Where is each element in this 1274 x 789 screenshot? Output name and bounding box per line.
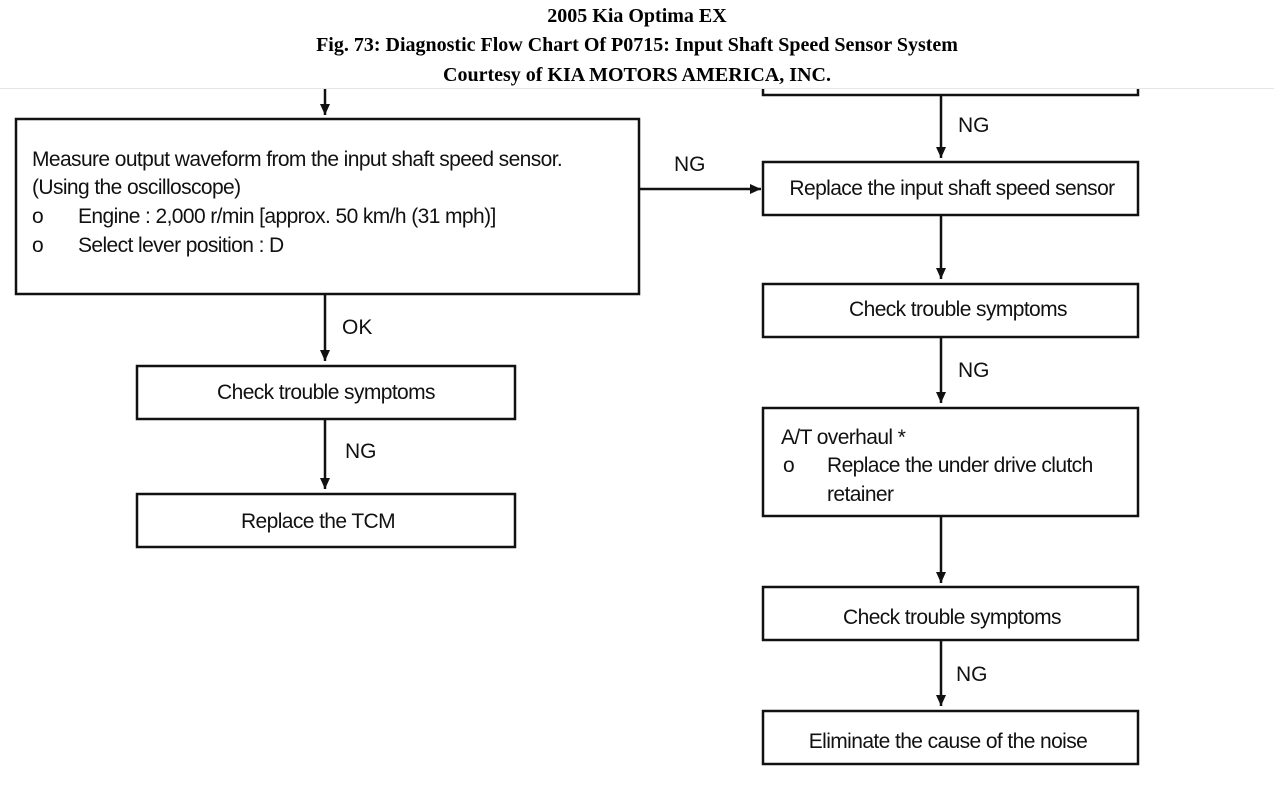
check-symptoms-text: Check trouble symptoms <box>843 606 1061 629</box>
previous-step-box <box>761 89 1140 97</box>
bullet-marker: o <box>32 234 43 257</box>
measure-waveform-box <box>14 117 641 296</box>
overhaul-line-1: Replace the under drive clutch <box>827 454 1093 477</box>
check-symptoms-text: Check trouble symptoms <box>217 381 435 404</box>
replace-tcm-box <box>135 492 517 549</box>
ng-label: NG <box>674 153 706 176</box>
ng-label: NG <box>958 359 990 382</box>
ng-label: NG <box>956 663 988 686</box>
overhaul-title: A/T overhaul * <box>781 426 906 449</box>
check-symptoms-box-1 <box>761 282 1140 339</box>
bullet-marker: o <box>783 454 794 477</box>
measure-line-1: Measure output waveform from the input s… <box>32 148 562 171</box>
engine-condition: Engine : 2,000 r/min [approx. 50 km/h (3… <box>78 205 496 228</box>
check-symptoms-text: Check trouble symptoms <box>849 298 1067 321</box>
bullet-marker: o <box>32 205 43 228</box>
flow-chart: Measure output waveform from the input s… <box>0 89 1274 789</box>
replace-tcm-text: Replace the TCM <box>241 510 395 533</box>
overhaul-box <box>761 406 1140 518</box>
ng-label: NG <box>345 440 377 463</box>
eliminate-noise-text: Eliminate the cause of the noise <box>809 730 1087 753</box>
vehicle-title: 2005 Kia Optima EX <box>547 5 727 27</box>
ok-label: OK <box>342 316 372 339</box>
eliminate-noise-box <box>761 709 1140 766</box>
courtesy-line: Courtesy of KIA MOTORS AMERICA, INC. <box>443 64 831 86</box>
ng-label: NG <box>958 114 990 137</box>
measure-line-2: (Using the oscilloscope) <box>32 176 241 199</box>
figure-title: Fig. 73: Diagnostic Flow Chart Of P0715:… <box>316 34 958 56</box>
lever-condition: Select lever position : D <box>78 234 284 257</box>
figure-header: 2005 Kia Optima EX Fig. 73: Diagnostic F… <box>0 0 1274 89</box>
overhaul-line-2: retainer <box>827 483 894 506</box>
check-symptoms-box-2 <box>761 585 1140 642</box>
replace-sensor-text: Replace the input shaft speed sensor <box>789 177 1115 200</box>
check-symptoms-box-left <box>135 364 517 421</box>
flow-chart-canvas: Measure output waveform from the input s… <box>14 89 1140 766</box>
replace-sensor-box <box>761 160 1140 217</box>
